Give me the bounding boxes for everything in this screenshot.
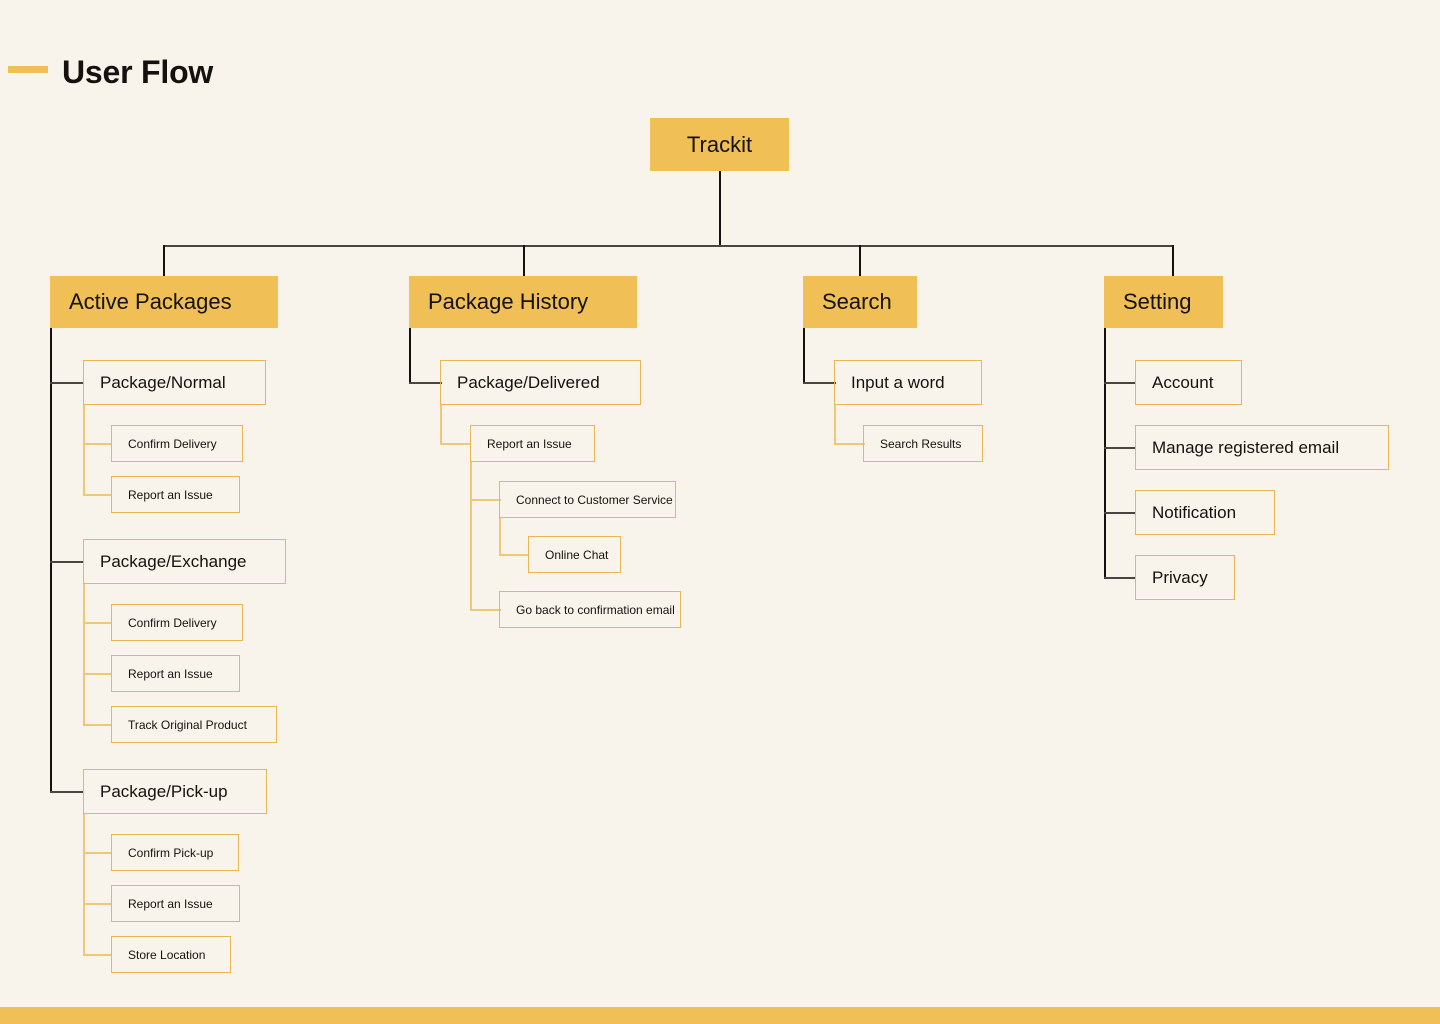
node-label: Report an Issue	[128, 896, 213, 911]
node-label: Account	[1152, 372, 1214, 392]
connector-to-go-back-email	[470, 609, 501, 611]
connector-input-trunk	[834, 405, 836, 444]
connector-to-privacy	[1104, 577, 1136, 579]
node-delivered-report-issue[interactable]: Report an Issue	[470, 425, 595, 462]
connector-to-online-chat	[499, 554, 529, 556]
connector-to-package-pickup	[50, 791, 83, 793]
connector-active-packages-trunk	[50, 328, 52, 793]
connector-to-package-normal	[50, 382, 83, 384]
node-connect-to-customer-service[interactable]: Connect to Customer Service	[499, 481, 676, 518]
connector-pickup-store	[83, 954, 112, 956]
connector-drop-active-packages	[163, 245, 165, 277]
connector-to-input-a-word	[803, 382, 836, 384]
node-label: Confirm Pick-up	[128, 845, 214, 860]
connector-drop-package-history	[523, 245, 525, 277]
node-label: Report an Issue	[128, 666, 213, 681]
node-label: Input a word	[851, 372, 945, 392]
node-search-results[interactable]: Search Results	[863, 425, 983, 462]
node-label: Active Packages	[69, 289, 232, 314]
connector-search-trunk	[803, 328, 805, 383]
connector-pickup-report	[83, 903, 112, 905]
connector-drop-search	[859, 245, 861, 277]
node-normal-report-issue[interactable]: Report an Issue	[111, 476, 240, 513]
node-label: Search	[822, 289, 892, 314]
connector-drop-setting	[1172, 245, 1174, 277]
node-notification[interactable]: Notification	[1135, 490, 1275, 535]
node-package-normal[interactable]: Package/Normal	[83, 360, 266, 405]
connector-normal-report	[83, 494, 112, 496]
node-label: Report an Issue	[487, 436, 572, 451]
node-label: Store Location	[128, 947, 206, 962]
node-label: Report an Issue	[128, 487, 213, 502]
connector-exchange-report	[83, 673, 112, 675]
connector-to-package-exchange	[50, 561, 83, 563]
connector-pickup-confirm	[83, 852, 112, 854]
node-active-packages[interactable]: Active Packages	[50, 276, 278, 328]
node-label: Connect to Customer Service	[516, 492, 673, 507]
connector-to-connect-customer-service	[470, 499, 501, 501]
node-online-chat[interactable]: Online Chat	[528, 536, 621, 573]
connector-normal-trunk	[83, 405, 85, 495]
node-label: Setting	[1123, 289, 1192, 314]
node-pickup-store-location[interactable]: Store Location	[111, 936, 231, 973]
node-package-delivered[interactable]: Package/Delivered	[440, 360, 641, 405]
connector-report-issue-trunk	[470, 462, 472, 610]
node-package-history[interactable]: Package History	[409, 276, 637, 328]
connector-delivered-trunk	[440, 405, 442, 444]
node-label: Go back to confirmation email	[516, 602, 675, 617]
node-input-a-word[interactable]: Input a word	[834, 360, 982, 405]
node-privacy[interactable]: Privacy	[1135, 555, 1235, 600]
page-title: User Flow	[62, 54, 214, 90]
connector-to-search-results	[834, 443, 865, 445]
node-trackit[interactable]: Trackit	[650, 118, 789, 171]
node-exchange-track-original-product[interactable]: Track Original Product	[111, 706, 277, 743]
bottom-accent-bar	[0, 1007, 1440, 1024]
connector-to-package-delivered	[409, 382, 442, 384]
connector-exchange-track	[83, 724, 112, 726]
node-account[interactable]: Account	[1135, 360, 1242, 405]
node-label: Package History	[428, 289, 589, 314]
connector-exchange-trunk	[83, 584, 85, 725]
node-label: Privacy	[1152, 567, 1208, 587]
connector-to-notification	[1104, 512, 1136, 514]
connector-setting-trunk	[1104, 328, 1106, 578]
connector-level2-bus	[163, 245, 1174, 247]
node-exchange-report-issue[interactable]: Report an Issue	[111, 655, 240, 692]
node-manage-registered-email[interactable]: Manage registered email	[1135, 425, 1389, 470]
node-label: Online Chat	[545, 547, 609, 562]
connector-package-history-trunk	[409, 328, 411, 383]
node-label: Package/Exchange	[100, 551, 247, 571]
node-label: Notification	[1152, 502, 1237, 522]
node-package-pickup[interactable]: Package/Pick-up	[83, 769, 267, 814]
connector-pickup-trunk	[83, 814, 85, 955]
node-search[interactable]: Search	[803, 276, 917, 328]
connector-delivered-report	[440, 443, 471, 445]
node-exchange-confirm-delivery[interactable]: Confirm Delivery	[111, 604, 243, 641]
connector-to-manage-email	[1104, 447, 1136, 449]
connector-customer-service-trunk	[499, 518, 501, 555]
node-label: Package/Normal	[100, 372, 226, 392]
connector-exchange-confirm	[83, 622, 112, 624]
node-pickup-report-issue[interactable]: Report an Issue	[111, 885, 240, 922]
node-label: Package/Pick-up	[100, 781, 228, 801]
node-label: Trackit	[686, 131, 753, 157]
node-setting[interactable]: Setting	[1104, 276, 1223, 328]
node-label: Confirm Delivery	[128, 436, 217, 451]
title-accent-bar	[8, 66, 48, 73]
node-normal-confirm-delivery[interactable]: Confirm Delivery	[111, 425, 243, 462]
connector-to-account	[1104, 382, 1136, 384]
node-label: Package/Delivered	[457, 372, 600, 392]
node-pickup-confirm[interactable]: Confirm Pick-up	[111, 834, 239, 871]
node-label: Track Original Product	[128, 717, 247, 732]
node-label: Search Results	[880, 436, 962, 451]
node-package-exchange[interactable]: Package/Exchange	[83, 539, 286, 584]
connector-trackit-down	[719, 171, 721, 246]
node-label: Manage registered email	[1152, 437, 1340, 457]
connector-normal-confirm	[83, 443, 112, 445]
node-label: Confirm Delivery	[128, 615, 217, 630]
node-go-back-to-confirmation-email[interactable]: Go back to confirmation email	[499, 591, 681, 628]
